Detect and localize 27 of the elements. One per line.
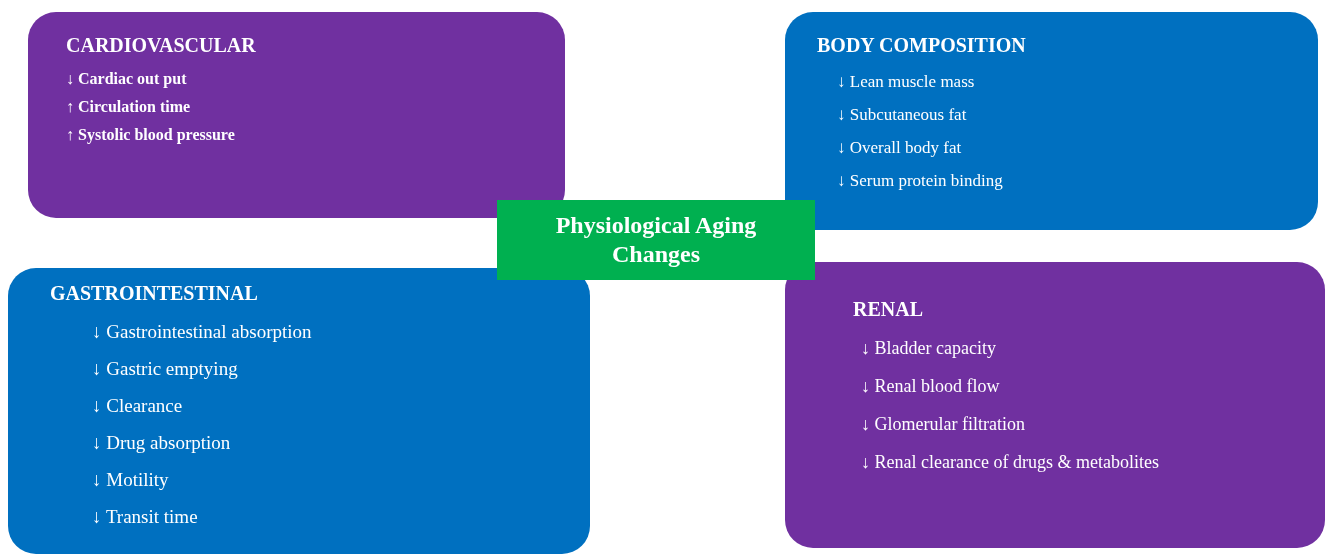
category-heading: BODY COMPOSITION bbox=[817, 34, 1027, 57]
list-item: ↓ Gastrointestinal absorption bbox=[92, 320, 313, 344]
list-item: ↓ Bladder capacity bbox=[861, 337, 997, 360]
category-box bbox=[8, 268, 590, 554]
list-item: ↓ Glomerular filtration bbox=[861, 413, 1026, 436]
category-box bbox=[785, 12, 1318, 230]
list-item: ↓ Cardiac out put bbox=[66, 69, 188, 90]
list-item: ↓ Subcutaneous fat bbox=[837, 104, 968, 126]
list-item: ↑ Systolic blood pressure bbox=[66, 125, 236, 146]
list-item: ↓ Overall body fat bbox=[837, 137, 963, 159]
list-item: ↓ Motility bbox=[92, 468, 170, 492]
title-box bbox=[497, 200, 815, 280]
list-item: ↓ Renal clearance of drugs & metabolites bbox=[861, 451, 1160, 474]
category-heading: GASTROINTESTINAL bbox=[50, 282, 259, 305]
category-heading: RENAL bbox=[853, 298, 924, 321]
list-item: ↓ Lean muscle mass bbox=[837, 71, 976, 93]
category-box bbox=[785, 262, 1325, 548]
category-box bbox=[28, 12, 565, 218]
list-item: ↓ Gastric emptying bbox=[92, 357, 239, 381]
list-item: ↓ Drug absorption bbox=[92, 431, 232, 455]
category-heading: CARDIOVASCULAR bbox=[66, 34, 257, 57]
title-text: Physiological Aging Changes bbox=[554, 211, 758, 269]
list-item: ↓ Renal blood flow bbox=[861, 375, 1001, 398]
list-item: ↓ Clearance bbox=[92, 394, 184, 418]
list-item: ↓ Transit time bbox=[92, 505, 199, 529]
list-item: ↓ Serum protein binding bbox=[837, 170, 1004, 192]
list-item: ↑ Circulation time bbox=[66, 97, 192, 117]
